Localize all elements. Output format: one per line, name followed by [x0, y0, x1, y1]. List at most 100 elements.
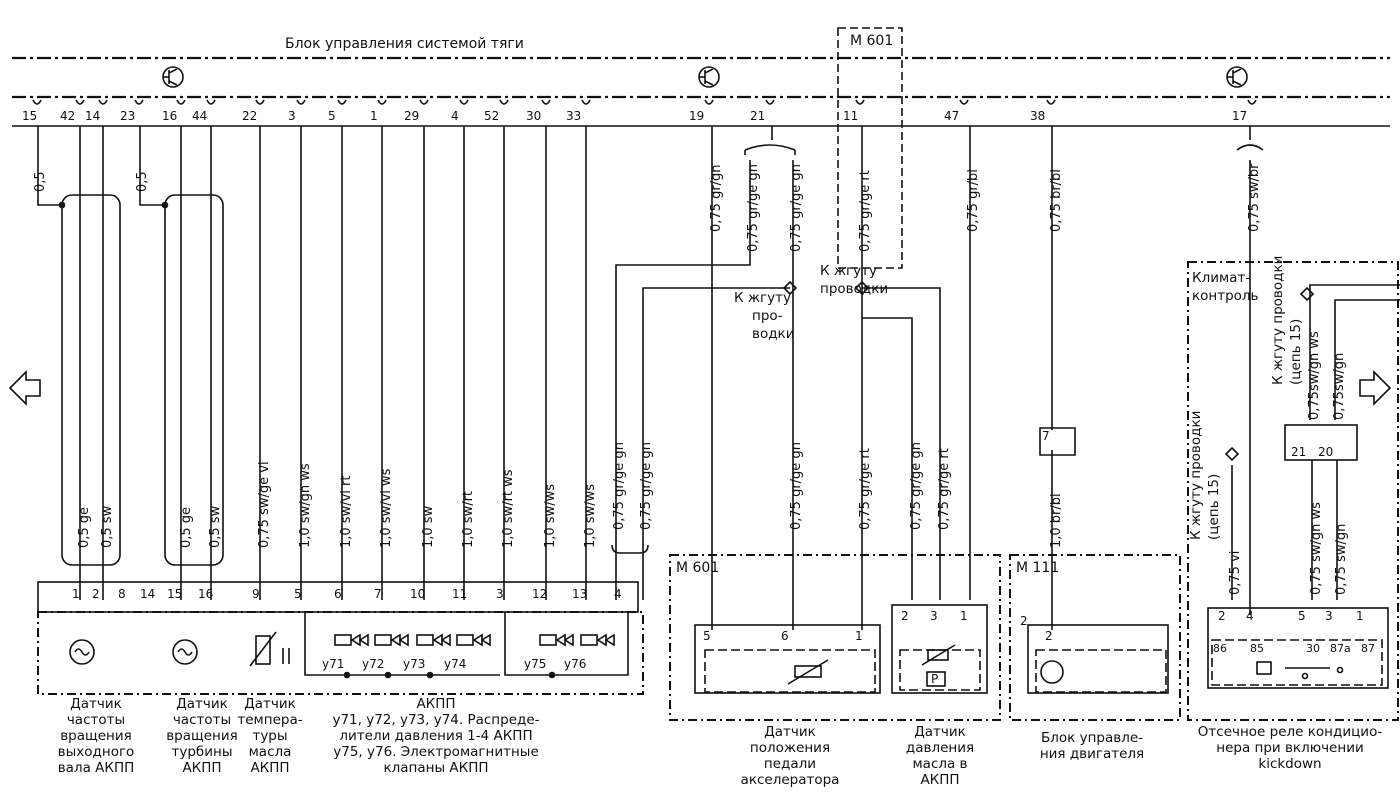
svg-text:2: 2: [1020, 614, 1028, 628]
svg-text:11: 11: [843, 109, 858, 123]
svg-text:19: 19: [689, 109, 704, 123]
svg-text:педали: педали: [764, 756, 816, 772]
svg-text:Климат-: Климат-: [1192, 270, 1250, 286]
svg-text:47: 47: [944, 109, 959, 123]
svg-text:Датчик: Датчик: [764, 724, 816, 740]
harness-connector-icon: [854, 280, 870, 296]
svg-text:вращения: вращения: [60, 728, 132, 744]
svg-text:0,75 gr/ge rt: 0,75 gr/ge rt: [937, 448, 952, 530]
svg-text:4: 4: [1246, 609, 1254, 623]
svg-text:16: 16: [198, 587, 213, 601]
svg-text:5: 5: [1298, 609, 1306, 623]
m601-box: [669, 554, 1001, 721]
transmission-box: [37, 611, 644, 695]
svg-text:1,0 sw/ws: 1,0 sw/ws: [583, 484, 598, 548]
svg-text:0,5: 0,5: [33, 171, 48, 192]
svg-text:клапаны АКПП: клапаны АКПП: [383, 760, 488, 776]
svg-text:0,75 sw/br: 0,75 sw/br: [1247, 163, 1262, 232]
svg-text:0,75 gr/ge gn: 0,75 gr/ge gn: [789, 442, 804, 530]
svg-text:13: 13: [572, 587, 587, 601]
shield-output-shaft: [61, 194, 121, 566]
output-shaft-sensor-icon: [69, 639, 95, 665]
svg-text:нера при включении: нера при включении: [1216, 740, 1364, 756]
svg-text:5: 5: [703, 629, 711, 643]
svg-text:АКПП: АКПП: [416, 696, 455, 712]
svg-text:проводки: проводки: [820, 281, 888, 297]
arrow-left-icon: [8, 370, 41, 406]
svg-text:85: 85: [1250, 642, 1264, 655]
svg-text:контроль: контроль: [1192, 288, 1259, 304]
svg-text:0,5 ge: 0,5 ge: [77, 507, 92, 548]
svg-text:7: 7: [1042, 429, 1050, 443]
svg-text:33: 33: [566, 109, 581, 123]
svg-text:К жгуту проводки: К жгуту проводки: [1270, 256, 1286, 385]
svg-text:вращения: вращения: [166, 728, 238, 744]
svg-text:87a: 87a: [1330, 642, 1351, 655]
svg-text:1,0 br/bl: 1,0 br/bl: [1049, 493, 1064, 548]
kickdown-relay-body: [1207, 607, 1389, 689]
svg-text:9: 9: [252, 587, 260, 601]
svg-text:0,75 br/bl: 0,75 br/bl: [1049, 169, 1064, 232]
svg-text:0,75 sw/gn ws: 0,75 sw/gn ws: [1309, 502, 1324, 595]
svg-text:38: 38: [1030, 109, 1045, 123]
control-unit-title: Блок управления системой тяги: [285, 36, 524, 52]
svg-text:Датчик: Датчик: [70, 696, 122, 712]
svg-text:0,5 sw: 0,5 sw: [208, 505, 223, 548]
svg-text:0,5: 0,5: [135, 171, 150, 192]
svg-text:1,0 sw/ws: 1,0 sw/ws: [543, 484, 558, 548]
svg-text:0,75 gr/ge gn: 0,75 gr/ge gn: [909, 442, 924, 530]
svg-text:0,75 gr/ge gn: 0,75 gr/ge gn: [639, 442, 654, 530]
svg-text:частоты: частоты: [173, 712, 231, 728]
svg-text:12: 12: [532, 587, 547, 601]
svg-text:17: 17: [1232, 109, 1247, 123]
svg-text:30: 30: [1306, 642, 1320, 655]
svg-text:3: 3: [1325, 609, 1333, 623]
svg-text:21: 21: [750, 109, 765, 123]
m601-top-box: [837, 27, 903, 269]
svg-text:АКПП: АКПП: [920, 772, 959, 788]
svg-text:К жгуту: К жгуту: [820, 263, 877, 279]
svg-text:52: 52: [484, 109, 499, 123]
svg-text:положения: положения: [750, 740, 830, 756]
svg-text:1,0 sw/rt ws: 1,0 sw/rt ws: [501, 469, 516, 548]
svg-text:y72: y72: [362, 657, 384, 671]
svg-text:Отсечное реле кондицио-: Отсечное реле кондицио-: [1198, 724, 1383, 740]
shield-turbine: [164, 194, 224, 566]
svg-text:0,75sw/gn: 0,75sw/gn: [1332, 353, 1347, 420]
svg-text:20: 20: [1318, 445, 1333, 459]
svg-text:6: 6: [334, 587, 342, 601]
svg-text:Датчик: Датчик: [176, 696, 228, 712]
svg-text:y75, y76. Электромагнитные: y75, y76. Электромагнитные: [333, 744, 539, 760]
bottom-captions: Датчик частоты вращения выходного вала А…: [58, 696, 1383, 788]
svg-text:42: 42: [60, 109, 75, 123]
svg-text:темпера-: темпера-: [237, 712, 302, 728]
svg-text:масла в: масла в: [912, 756, 967, 772]
arrow-right-icon: [1359, 370, 1392, 406]
svg-text:y71, y72, y73, y74. Распреде-: y71, y72, y73, y74. Распреде-: [332, 712, 539, 728]
svg-text:0,75 vi: 0,75 vi: [1228, 551, 1243, 595]
svg-text:y76: y76: [564, 657, 586, 671]
svg-text:про-: про-: [752, 308, 783, 324]
oil-temp-sensor-icon: [255, 635, 271, 665]
svg-text:7: 7: [374, 587, 382, 601]
oil-pressure-sensor-body: [891, 604, 988, 694]
svg-text:0,75 gr/gn: 0,75 gr/gn: [709, 164, 724, 232]
svg-text:0,75 gr/ge rt: 0,75 gr/ge rt: [858, 448, 873, 530]
svg-text:30: 30: [526, 109, 541, 123]
svg-text:5: 5: [328, 109, 336, 123]
svg-text:y75: y75: [524, 657, 546, 671]
svg-text:АКПП: АКПП: [182, 760, 221, 776]
svg-text:0,75 gr/ge gn: 0,75 gr/ge gn: [746, 164, 761, 252]
svg-text:0,75 gr/ge gn: 0,75 gr/ge gn: [612, 442, 627, 530]
m111-box: [1009, 554, 1181, 721]
svg-text:6: 6: [781, 629, 789, 643]
m111-label: M 111: [1016, 560, 1059, 576]
svg-text:3: 3: [288, 109, 296, 123]
svg-text:давления: давления: [906, 740, 974, 756]
svg-text:туры: туры: [252, 728, 287, 744]
svg-text:1: 1: [1356, 609, 1364, 623]
